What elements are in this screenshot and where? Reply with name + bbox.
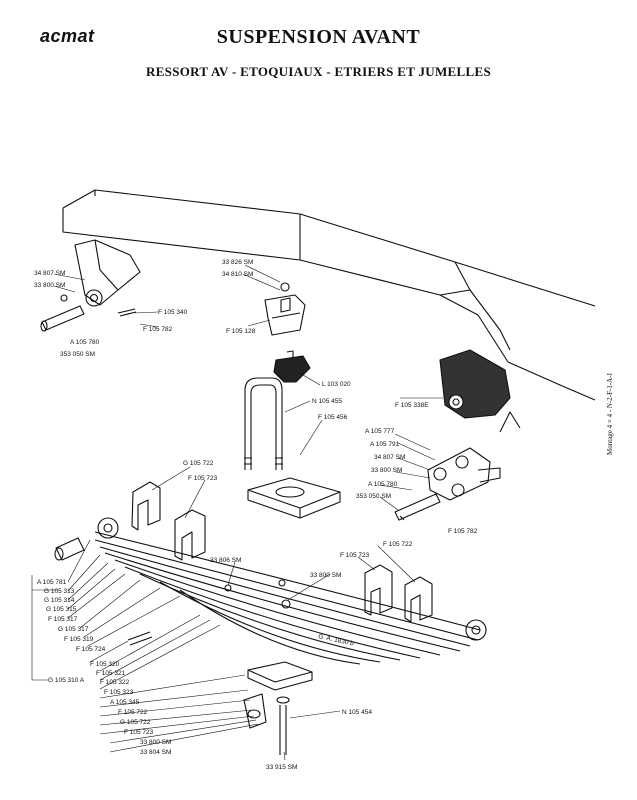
label-f105321: F 105 321 xyxy=(96,670,126,677)
label-33804sm: 33 804 SM xyxy=(140,749,171,756)
label-f105323: F 105 323 xyxy=(104,689,134,696)
label-353050sm-left: 353 050 SM xyxy=(60,351,95,358)
page-title: SUSPENSION AVANT xyxy=(216,26,421,48)
label-a105780-right: A 105 780 xyxy=(368,481,398,488)
label-f105723-top: F 105 723 xyxy=(188,475,218,482)
label-f105782-right: F 105 782 xyxy=(448,528,478,535)
label-f105322: F 105 322 xyxy=(100,679,130,686)
label-n105455: N 105 455 xyxy=(312,398,342,405)
label-g105313: G 105 313 xyxy=(44,588,75,595)
lower-plate xyxy=(243,661,313,755)
leader-lines xyxy=(31,264,443,761)
label-g105315: G 105 315 xyxy=(46,606,77,613)
label-f105319: F 105 319 xyxy=(64,636,94,643)
label-33826sm: 33 826 SM xyxy=(222,259,253,266)
label-f105723-bottom: F 105 723 xyxy=(124,729,154,736)
part-labels: 34 807 SM 33 800 SM F 105 340 F 105 782 … xyxy=(34,259,478,771)
left-pin xyxy=(40,294,137,332)
label-f105320: F 105 320 xyxy=(90,661,120,668)
spring-clips xyxy=(131,481,433,623)
label-f105782-left: F 105 782 xyxy=(143,326,173,333)
label-f105456: F 105 456 xyxy=(318,414,348,421)
label-33806sm: 33 806 SM xyxy=(210,557,241,564)
label-f105722-bottom: F 105 722 xyxy=(118,709,148,716)
label-g105317: G 105 317 xyxy=(58,626,89,633)
label-33800sm-bottom: 33 800 SM xyxy=(140,739,171,746)
spring-seat xyxy=(247,477,341,519)
label-g105722-bottom: G 105 722 xyxy=(120,719,151,726)
label-34807sm-right: 34 807 SM xyxy=(374,454,405,461)
label-33800sm-left: 33 800 SM xyxy=(34,282,65,289)
label-a105777: A 105 777 xyxy=(365,428,395,435)
center-bolt xyxy=(127,631,153,646)
brand-logo: acmat xyxy=(40,26,95,46)
label-f105128: F 105 128 xyxy=(226,328,256,335)
label-g105310a: G 105 310 A xyxy=(48,677,85,684)
label-a105345: A 105 345 xyxy=(110,699,140,706)
front-hanger-bracket xyxy=(74,239,141,307)
label-f105722-right: F 105 722 xyxy=(383,541,413,548)
fasteners xyxy=(224,515,405,609)
label-f105723-right: F 105 723 xyxy=(340,552,370,559)
label-f105340: F 105 340 xyxy=(158,309,188,316)
middle-bracket xyxy=(264,282,306,336)
label-f105338e: F 105 338E xyxy=(395,402,429,409)
label-f105724: F 105 724 xyxy=(76,646,106,653)
label-353050sm-right: 353 050 SM xyxy=(356,493,391,500)
label-34810sm: 34 810 SM xyxy=(222,271,253,278)
label-a105780-left: A 105 780 xyxy=(70,339,100,346)
chassis-frame xyxy=(62,189,596,433)
page-subtitle: RESSORT AV - ETOQUIAUX - ETRIERS ET JUME… xyxy=(146,64,491,79)
label-l103020: L 103 020 xyxy=(322,381,351,388)
label-g105722-top: G 105 722 xyxy=(183,460,214,467)
label-33915sm: 33 915 SM xyxy=(266,764,297,771)
leaf-spring xyxy=(94,517,487,665)
label-a105781: A 105 781 xyxy=(37,579,67,586)
bump-stop xyxy=(273,350,311,383)
label-33800sm-right: 33 800 SM xyxy=(371,467,402,474)
spring-bushing xyxy=(54,537,85,561)
label-f105317: F 105 317 xyxy=(48,616,78,623)
label-34807sm-left: 34 807 SM xyxy=(34,270,65,277)
u-bolt xyxy=(244,377,283,470)
label-a105791: A 105 791 xyxy=(370,441,400,448)
label-33800sm-mid: 33 800 SM xyxy=(310,572,341,579)
label-n105454: N 105 454 xyxy=(342,709,372,716)
rear-shackle-bracket xyxy=(394,349,511,521)
label-g105314: G 105 314 xyxy=(44,597,75,604)
